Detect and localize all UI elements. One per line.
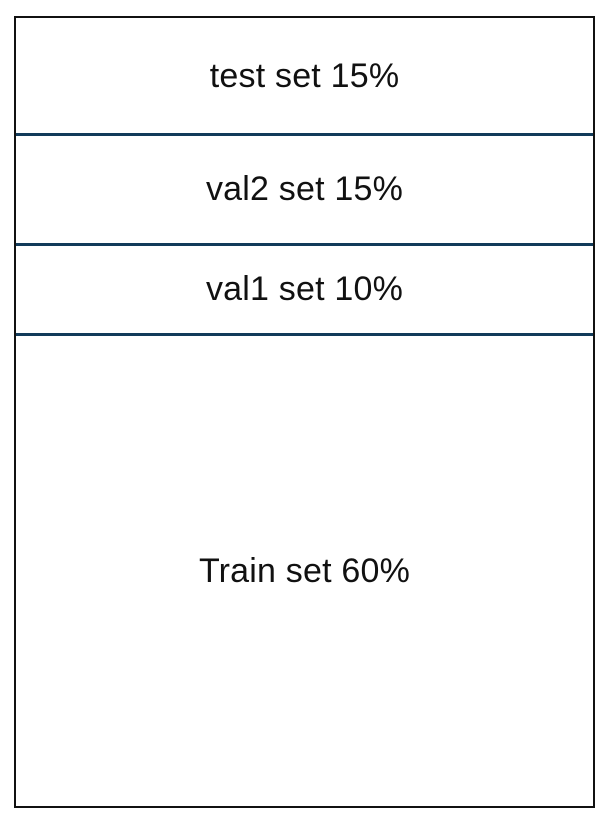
train-set-segment: Train set 60% [16,336,593,806]
divider-line [16,333,593,336]
val2-set-segment: val2 set 15% [16,136,593,243]
val1-set-segment: val1 set 10% [16,246,593,333]
test-set-label: test set 15% [209,56,400,95]
divider-line [16,243,593,246]
divider-line [16,133,593,136]
val1-set-label: val1 set 10% [205,270,404,308]
dataset-split-diagram: test set 15% val2 set 15% val1 set 10% T… [14,16,595,808]
val2-set-label: val2 set 15% [205,170,404,208]
train-set-label: Train set 60% [198,551,411,590]
test-set-segment: test set 15% [16,18,593,134]
